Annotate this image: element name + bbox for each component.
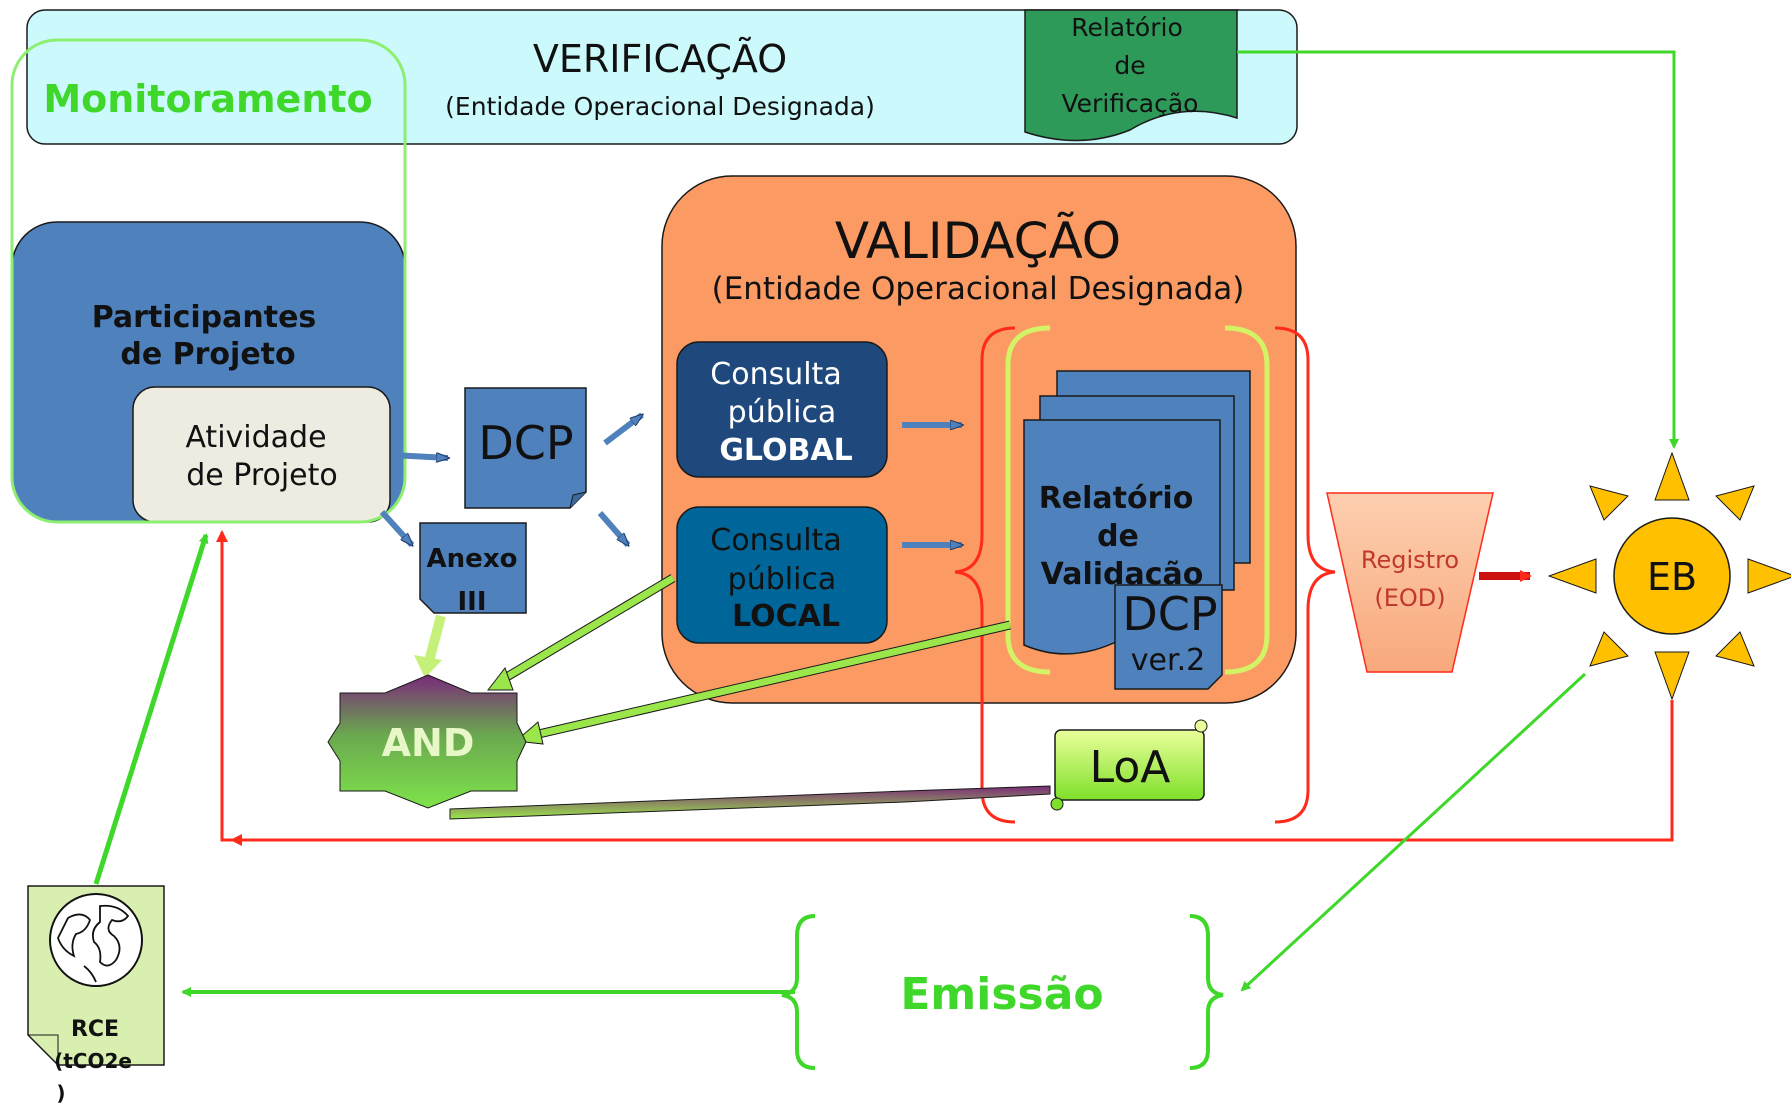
- loa-scroll-curl-bottom: [1050, 797, 1064, 811]
- participants-title-line1: Participantes: [92, 300, 317, 335]
- eb-label: EB: [1647, 555, 1697, 599]
- eb-to-emission-arrow: [1240, 672, 1587, 992]
- activity-line1: Atividade: [185, 420, 326, 455]
- validation-title: VALIDAÇÃO: [835, 212, 1121, 270]
- global-consultation-line1: Consulta: [710, 357, 841, 392]
- validation-subtitle: (Entidade Operacional Designada): [712, 271, 1245, 307]
- verification-box: [26, 9, 1298, 145]
- dcp-to-global-arrow: [603, 412, 642, 446]
- annex-to-and-arrowhead: [414, 655, 442, 678]
- local-to-and-arrow: [486, 574, 676, 691]
- activity-line2: de Projeto: [186, 458, 338, 493]
- dcp-to-local-arrow: [597, 511, 628, 545]
- dcp-document-fold: [569, 491, 587, 509]
- registry-line1: Registro: [1361, 546, 1459, 574]
- local-consultation-line2: pública: [728, 562, 837, 597]
- rce-certificate-fold: [28, 1034, 59, 1065]
- emission-label: Emissão: [900, 969, 1103, 1020]
- loa-scroll-curl-top: [1194, 719, 1208, 733]
- dcp-v2-line1: DCP: [1122, 587, 1217, 641]
- green-bracket-right: [1224, 325, 1270, 675]
- dcp-v2-document: [1114, 584, 1223, 690]
- annex-to-and-arrow: [423, 614, 446, 667]
- eb-to-activity-red-arrow: [216, 530, 1674, 842]
- participants-title-line2: de Projeto: [120, 337, 295, 372]
- activity-to-dcp-arrow: [391, 452, 448, 458]
- red-bracket-left: [954, 326, 1016, 824]
- verification-report-line3: Verificação: [1062, 89, 1199, 118]
- and-star: [327, 674, 527, 809]
- global-consultation-line2: pública: [728, 395, 837, 430]
- registry-line2: (EOD): [1374, 584, 1445, 612]
- global-consultation-box: [676, 341, 888, 478]
- registry-box: [1326, 492, 1494, 673]
- annex-document: [419, 522, 527, 614]
- loa-label: LoA: [1090, 742, 1171, 793]
- and-to-loa-pipe: [449, 785, 1051, 820]
- verification-report-line1: Relatório: [1071, 13, 1183, 42]
- monitoring-label: Monitoramento: [43, 77, 372, 121]
- rce-line1: RCE: [71, 1017, 119, 1042]
- rce-line3: ): [56, 1081, 65, 1105]
- validation-report-line1: Relatório: [1039, 481, 1194, 516]
- globe-icon: [49, 893, 143, 987]
- annex-line2: III: [457, 587, 486, 617]
- red-bracket-right: [1274, 326, 1336, 824]
- rce-to-activity-arrow: [93, 533, 209, 885]
- rce-line2: (tCO2e: [54, 1049, 132, 1073]
- validation-report-line2: de: [1097, 519, 1139, 554]
- participants-to-annex-arrow: [379, 509, 412, 545]
- verification-subtitle: (Entidade Operacional Designada): [445, 92, 875, 121]
- annex-line1: Anexo: [427, 544, 518, 574]
- emission-bracket-left: [781, 914, 816, 1070]
- eb-sun: [1547, 451, 1791, 701]
- verification-to-eb-arrow: [1237, 50, 1679, 449]
- and-label: AND: [382, 721, 475, 765]
- green-bracket-left: [1005, 325, 1051, 675]
- local-consultation-line1: Consulta: [710, 523, 841, 558]
- verification-report-line2: de: [1114, 51, 1145, 80]
- local-consultation-box: [676, 506, 888, 644]
- local-consultation-line3: LOCAL: [732, 599, 840, 634]
- emission-bracket-right: [1189, 914, 1224, 1070]
- global-consultation-line3: GLOBAL: [719, 433, 852, 468]
- loa-scroll: [1054, 729, 1205, 801]
- verification-report-doc: [1024, 9, 1238, 142]
- dcp-label: DCP: [478, 416, 573, 470]
- verification-title: VERIFICAÇÃO: [533, 37, 787, 81]
- monitoring-outline: [10, 38, 407, 524]
- dcp-v2-line2: ver.2: [1131, 643, 1205, 678]
